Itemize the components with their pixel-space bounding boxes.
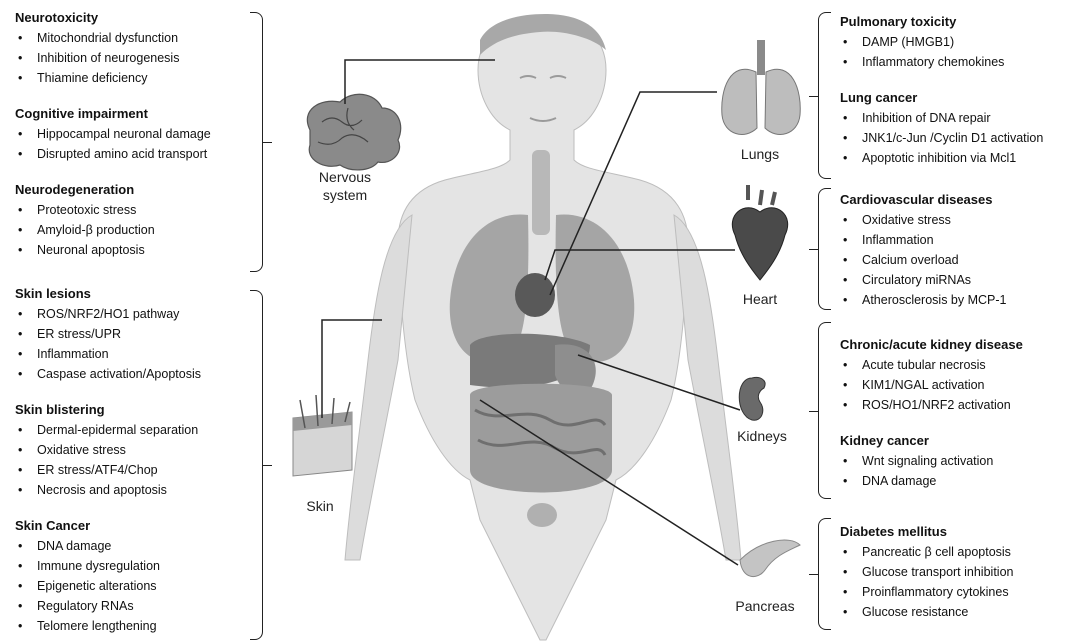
pancreas-icon bbox=[740, 540, 800, 577]
organ-label-line: system bbox=[305, 186, 385, 204]
list-item: Pancreatic β cell apoptosis bbox=[840, 542, 1013, 562]
brace-pancreas bbox=[818, 518, 831, 630]
panel-nervous-effects: Neurotoxicity Mitochondrial dysfunction … bbox=[15, 8, 211, 260]
organ-label-heart: Heart bbox=[725, 290, 795, 308]
list-item: Proteotoxic stress bbox=[15, 200, 211, 220]
brace-heart bbox=[818, 188, 831, 310]
section-title: Cardiovascular diseases bbox=[840, 190, 1007, 210]
organ-label-kidneys: Kidneys bbox=[722, 427, 802, 445]
list-item: Dermal-epidermal separation bbox=[15, 420, 201, 440]
organ-label-skin: Skin bbox=[290, 497, 350, 515]
list-item: Thiamine deficiency bbox=[15, 68, 211, 88]
list-item: Atherosclerosis by MCP-1 bbox=[840, 290, 1007, 310]
section-title: Chronic/acute kidney disease bbox=[840, 335, 1023, 355]
list-item: Mitochondrial dysfunction bbox=[15, 28, 211, 48]
section-title: Lung cancer bbox=[840, 88, 1043, 108]
section-title: Cognitive impairment bbox=[15, 104, 211, 124]
panel-heart-effects: Cardiovascular diseases Oxidative stress… bbox=[840, 190, 1007, 310]
list-item: Telomere lengthening bbox=[15, 616, 201, 636]
section-title: Kidney cancer bbox=[840, 431, 1023, 451]
list-item: Calcium overload bbox=[840, 250, 1007, 270]
list-item: Disrupted amino acid transport bbox=[15, 144, 211, 164]
list-item: Amyloid-β production bbox=[15, 220, 211, 240]
list-item: Inhibition of DNA repair bbox=[840, 108, 1043, 128]
list-item: Proinflammatory cytokines bbox=[840, 582, 1013, 602]
list-item: ER stress/ATF4/Chop bbox=[15, 460, 201, 480]
list-item: Glucose resistance bbox=[840, 602, 1013, 622]
panel-skin-effects: Skin lesions ROS/NRF2/HO1 pathway ER str… bbox=[15, 284, 201, 636]
panel-pancreas-effects: Diabetes mellitus Pancreatic β cell apop… bbox=[840, 522, 1013, 622]
list-item: Regulatory RNAs bbox=[15, 596, 201, 616]
list-item: Necrosis and apoptosis bbox=[15, 480, 201, 500]
brace-kidneys bbox=[818, 322, 831, 499]
panel-lung-effects: Pulmonary toxicity DAMP (HMGB1) Inflamma… bbox=[840, 12, 1043, 168]
list-item: Immune dysregulation bbox=[15, 556, 201, 576]
section-title: Neurotoxicity bbox=[15, 8, 211, 28]
list-item: Inhibition of neurogenesis bbox=[15, 48, 211, 68]
list-item: Apoptotic inhibition via Mcl1 bbox=[840, 148, 1043, 168]
organ-label-line: Nervous bbox=[305, 168, 385, 186]
list-item: Acute tubular necrosis bbox=[840, 355, 1023, 375]
list-item: JNK1/c-Jun /Cyclin D1 activation bbox=[840, 128, 1043, 148]
section-title: Diabetes mellitus bbox=[840, 522, 1013, 542]
lungs-icon bbox=[722, 40, 800, 134]
panel-kidney-effects: Chronic/acute kidney disease Acute tubul… bbox=[840, 335, 1023, 491]
list-item: Inflammatory chemokines bbox=[840, 52, 1043, 72]
organ-label-lungs: Lungs bbox=[725, 145, 795, 163]
list-item: Oxidative stress bbox=[15, 440, 201, 460]
list-item: Inflammation bbox=[840, 230, 1007, 250]
brace-skin bbox=[250, 290, 263, 640]
list-item: Glucose transport inhibition bbox=[840, 562, 1013, 582]
organ-label-pancreas: Pancreas bbox=[720, 597, 810, 615]
list-item: ROS/HO1/NRF2 activation bbox=[840, 395, 1023, 415]
list-item: ROS/NRF2/HO1 pathway bbox=[15, 304, 201, 324]
human-body-figure bbox=[345, 14, 741, 640]
list-item: Epigenetic alterations bbox=[15, 576, 201, 596]
list-item: DAMP (HMGB1) bbox=[840, 32, 1043, 52]
section-title: Neurodegeneration bbox=[15, 180, 211, 200]
brain-icon bbox=[307, 94, 400, 170]
section-title: Skin Cancer bbox=[15, 516, 201, 536]
heart-icon bbox=[732, 185, 787, 280]
list-item: Neuronal apoptosis bbox=[15, 240, 211, 260]
list-item: ER stress/UPR bbox=[15, 324, 201, 344]
list-item: DNA damage bbox=[840, 471, 1023, 491]
kidney-icon bbox=[739, 377, 765, 420]
organ-label-nervous-system: Nervous system bbox=[305, 168, 385, 204]
list-item: Caspase activation/Apoptosis bbox=[15, 364, 201, 384]
brace-nervous bbox=[250, 12, 263, 272]
list-item: Inflammation bbox=[15, 344, 201, 364]
section-title: Skin blistering bbox=[15, 400, 201, 420]
brace-lungs bbox=[818, 12, 831, 179]
list-item: Wnt signaling activation bbox=[840, 451, 1023, 471]
list-item: KIM1/NGAL activation bbox=[840, 375, 1023, 395]
list-item: Hippocampal neuronal damage bbox=[15, 124, 211, 144]
list-item: Circulatory miRNAs bbox=[840, 270, 1007, 290]
section-title: Skin lesions bbox=[15, 284, 201, 304]
list-item: Oxidative stress bbox=[840, 210, 1007, 230]
section-title: Pulmonary toxicity bbox=[840, 12, 1043, 32]
list-item: DNA damage bbox=[15, 536, 201, 556]
